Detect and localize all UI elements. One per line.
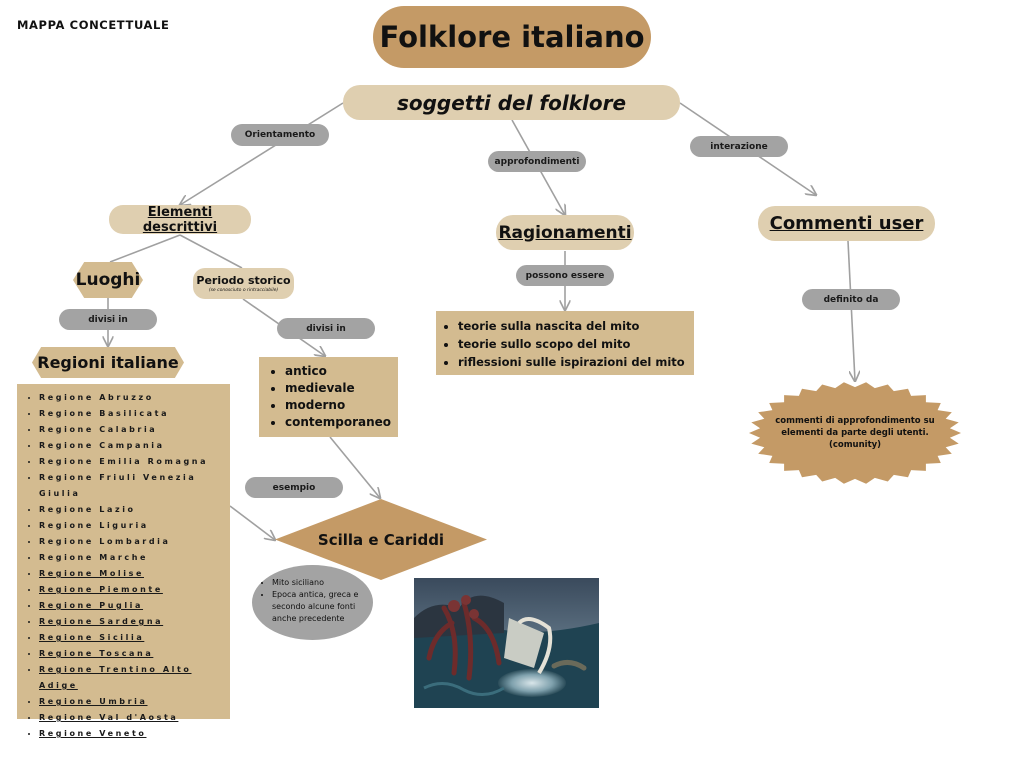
- luoghi-label: Luoghi: [75, 270, 141, 290]
- ragionamenti-item: teorie sulla nascita del mito: [458, 317, 694, 335]
- regione-item: Regione Friuli Venezia Giulia: [39, 470, 230, 502]
- regione-label: Regione Veneto: [39, 729, 147, 738]
- node-ragionamenti: Ragionamenti: [496, 215, 634, 250]
- scilla-cariddi-label: Scilla e Cariddi: [317, 530, 445, 549]
- node-commenti-user: Commenti user: [758, 206, 935, 241]
- connector-divisi-in-luoghi: divisi in: [59, 309, 157, 330]
- periodi-item: moderno: [285, 397, 398, 414]
- regione-label: Regione Toscana: [39, 649, 154, 658]
- connector-orientamento: Orientamento: [231, 124, 329, 146]
- connector-definito-da: definito da: [802, 289, 900, 310]
- regione-label: Regione Puglia: [39, 601, 144, 610]
- regioni-list-box: Regione AbruzzoRegione BasilicataRegione…: [17, 384, 230, 738]
- regione-label: Regione Lombardia: [39, 537, 171, 546]
- regione-label: Regione Liguria: [39, 521, 149, 530]
- regione-label: Regione Sardegna: [39, 617, 164, 626]
- regione-item[interactable]: Regione Puglia: [39, 598, 230, 614]
- regione-item[interactable]: Regione Piemonte: [39, 582, 230, 598]
- regione-item: Regione Basilicata: [39, 406, 230, 422]
- ragionamenti-item: riflessioni sulle ispirazioni del mito: [458, 353, 694, 371]
- regione-label: Regione Friuli Venezia Giulia: [39, 473, 197, 498]
- connector-approfondimenti: approfondimenti: [488, 151, 586, 172]
- commenti-desc: commenti di approfondimento su elementi …: [770, 398, 940, 468]
- periodi-item: medievale: [285, 380, 398, 397]
- regione-item[interactable]: Regione Sicilia: [39, 630, 230, 646]
- regione-label: Regione Piemonte: [39, 585, 163, 594]
- line-commenti-to-desc: [847, 240, 855, 381]
- regione-label: Regione Lazio: [39, 505, 136, 514]
- line-subtitle-to-elementi: [180, 102, 344, 205]
- regione-item[interactable]: Regione Val d'Aosta: [39, 710, 230, 726]
- scilla-info-list: Mito siciliano Epoca antica, greca e sec…: [258, 577, 367, 625]
- regione-item: Regione Emilia Romagna: [39, 454, 230, 470]
- regione-item[interactable]: Regione Umbria: [39, 694, 230, 710]
- regione-label: Regione Abruzzo: [39, 393, 154, 402]
- scilla-info-item: Epoca antica, greca e secondo alcune fon…: [272, 589, 367, 625]
- connector-divisi-in-periodo: divisi in: [277, 318, 375, 339]
- starburst-shape: [749, 382, 961, 484]
- title-node: Folklore italiano: [373, 6, 651, 68]
- regione-item: Regione Lazio: [39, 502, 230, 518]
- scilla-info-bubble: Mito siciliano Epoca antica, greca e sec…: [252, 565, 373, 640]
- regione-label: Regione Molise: [39, 569, 144, 578]
- scilla-cariddi-illustration: [414, 578, 599, 708]
- ragionamenti-list: teorie sulla nascita del mito teorie sul…: [436, 317, 694, 371]
- regione-item[interactable]: Regione Toscana: [39, 646, 230, 662]
- node-luoghi: Luoghi: [73, 262, 143, 298]
- regione-label: Regione Trentino Alto Adige: [39, 665, 192, 690]
- periodi-list: antico medievale moderno contemporaneo: [259, 363, 398, 431]
- periodi-item: antico: [285, 363, 398, 380]
- node-regioni-italiane: Regioni italiane: [32, 347, 184, 378]
- regione-label: Regione Emilia Romagna: [39, 457, 209, 466]
- elementi-descrittivi-label: Elementi descrittivi: [142, 204, 218, 235]
- connector-esempio: esempio: [245, 477, 343, 498]
- line-elementi-to-luoghi: [109, 234, 181, 263]
- commenti-user-label: Commenti user: [769, 213, 924, 234]
- regione-label: Regione Campania: [39, 441, 165, 450]
- regione-label: Regione Sicilia: [39, 633, 145, 642]
- subtitle-text: soggetti del folklore: [396, 90, 627, 115]
- regione-item: Regione Abruzzo: [39, 390, 230, 406]
- regione-label: Regione Basilicata: [39, 409, 170, 418]
- connector-interazione: interazione: [690, 136, 788, 157]
- subtitle-node: soggetti del folklore: [343, 85, 680, 120]
- regioni-list: Regione AbruzzoRegione BasilicataRegione…: [17, 390, 230, 742]
- regione-item[interactable]: Regione Molise: [39, 566, 230, 582]
- periodi-list-box: antico medievale moderno contemporaneo: [259, 357, 398, 437]
- scilla-info-item: Mito siciliano: [272, 577, 367, 589]
- regioni-italiane-label: Regioni italiane: [37, 353, 179, 372]
- regione-label: Regione Umbria: [39, 697, 148, 706]
- regione-item: Regione Campania: [39, 438, 230, 454]
- periodo-storico-label: Periodo storico: [196, 274, 291, 287]
- regione-item: Regione Liguria: [39, 518, 230, 534]
- regione-item[interactable]: Regione Veneto: [39, 726, 230, 742]
- ragionamenti-list-box: teorie sulla nascita del mito teorie sul…: [436, 311, 694, 375]
- regione-item: Regione Marche: [39, 550, 230, 566]
- regione-item: Regione Lombardia: [39, 534, 230, 550]
- node-elementi-descrittivi: Elementi descrittivi: [109, 204, 251, 235]
- line-regioni-to-scilla: [229, 505, 275, 540]
- regione-label: Regione Marche: [39, 553, 149, 562]
- ragionamenti-label: Ragionamenti: [498, 222, 632, 243]
- title-text: Folklore italiano: [379, 20, 645, 54]
- connector-possono-essere: possono essere: [516, 265, 614, 286]
- regione-item[interactable]: Regione Sardegna: [39, 614, 230, 630]
- header-label: MAPPA CONCETTUALE: [17, 18, 170, 32]
- periodi-item: contemporaneo: [285, 414, 398, 431]
- regione-label: Regione Calabria: [39, 425, 158, 434]
- commenti-starburst: [749, 382, 961, 484]
- line-list-to-scilla: [329, 436, 380, 498]
- regione-item[interactable]: Regione Trentino Alto Adige: [39, 662, 230, 694]
- ragionamenti-item: teorie sullo scopo del mito: [458, 335, 694, 353]
- periodo-storico-note: (se conosciuto o rintracciabile): [208, 288, 279, 293]
- commenti-desc-text: commenti di approfondimento su elementi …: [775, 416, 935, 450]
- regione-label: Regione Val d'Aosta: [39, 713, 179, 722]
- line-elementi-to-periodo: [179, 234, 243, 269]
- regione-item: Regione Calabria: [39, 422, 230, 438]
- node-periodo-storico: Periodo storico (se conosciuto o rintrac…: [193, 268, 294, 299]
